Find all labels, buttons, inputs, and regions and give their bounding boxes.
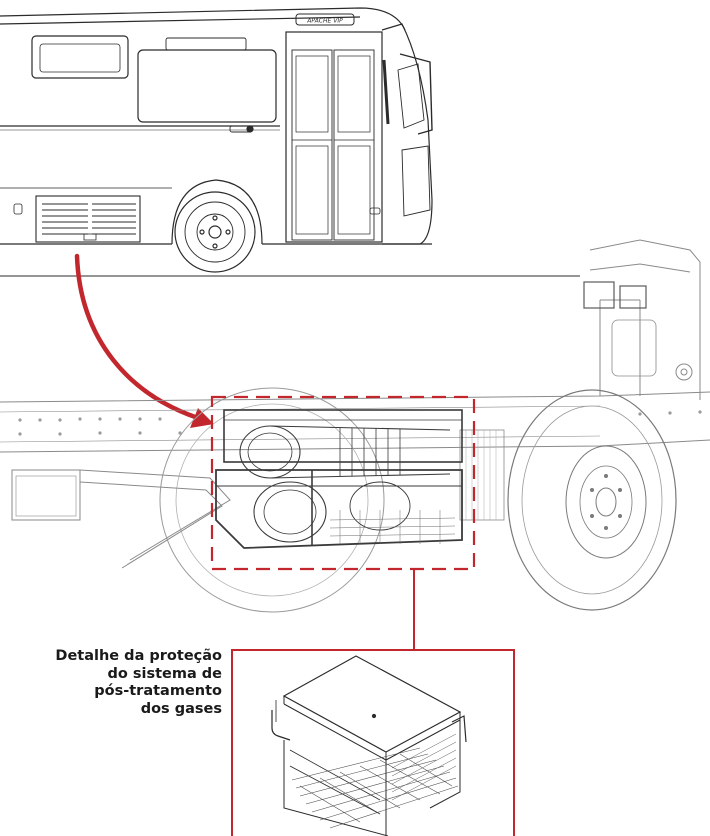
callout-line-4: dos gases [140, 700, 222, 717]
chassis-view [0, 239, 710, 613]
callout-line-2: do sistema de [107, 665, 222, 682]
bus-model-badge-text: APACHE VIP [306, 18, 343, 25]
callout-line-3: pós-tratamento [94, 683, 222, 699]
aftertreatment-system [215, 409, 463, 549]
highlight-dashed-box [210, 395, 476, 571]
red-curved-arrow [74, 253, 201, 421]
callout-label: Detalhe da proteção do sistema de pós-tr… [10, 648, 222, 718]
detail-frame [231, 649, 515, 836]
bus-side-view [0, 7, 580, 277]
bus-model-badge [295, 13, 355, 26]
callout-line-1: Detalhe da proteção [55, 648, 222, 664]
protection-cage-detail [271, 655, 467, 836]
arrowhead-icon [190, 408, 214, 428]
